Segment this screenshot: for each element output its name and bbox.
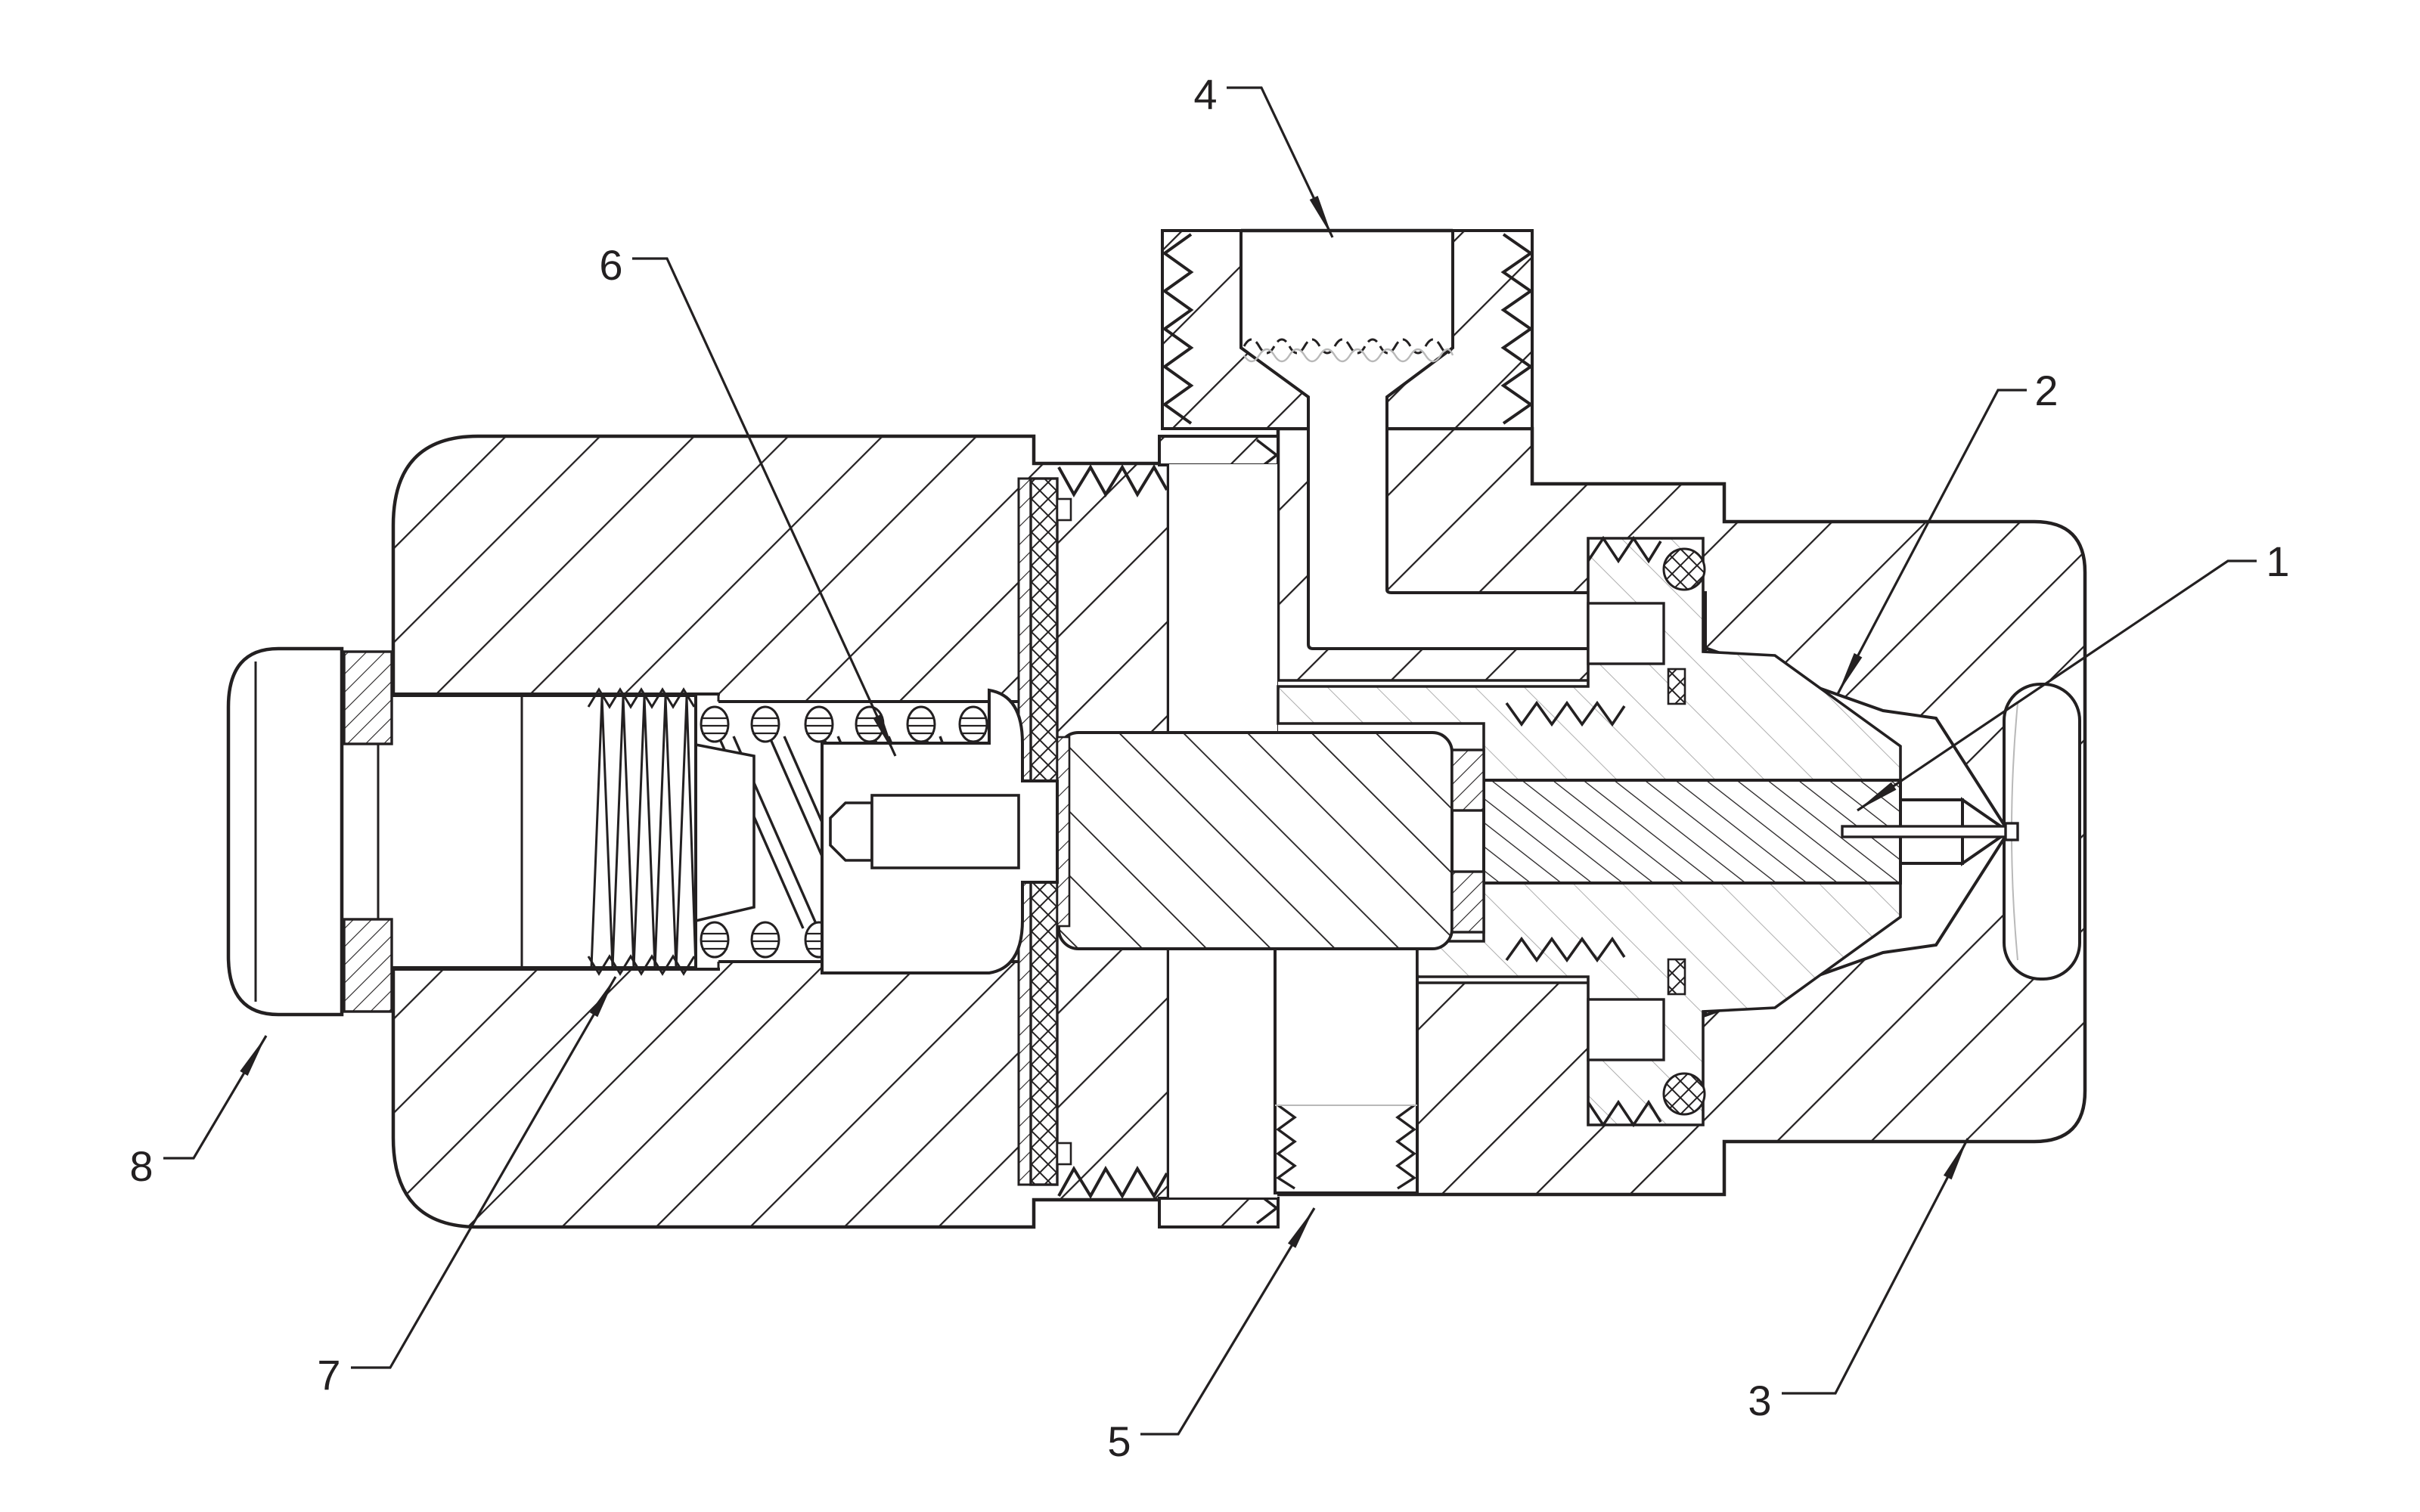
screw-threads: [587, 687, 697, 976]
callout-leader-4: [1227, 86, 1334, 238]
needle-pin-tip: [2004, 822, 2019, 841]
inlet-passage: [1239, 229, 1707, 650]
push-button-group: [226, 646, 393, 1017]
callout-leader-6: [632, 257, 897, 757]
button-collar-bottom: [343, 918, 393, 1013]
button-collar-top: [343, 650, 393, 745]
hub-clamp-lower: [1450, 870, 1485, 934]
backup-ring-lower: [1667, 958, 1686, 996]
outlet-port: [1274, 943, 1419, 1194]
stem-and-needle: [1482, 779, 2019, 885]
diaphragm-hub: [1057, 731, 1485, 950]
callout-label-5: 5: [1107, 1418, 1131, 1465]
callout-label-8: 8: [129, 1142, 153, 1190]
callout-label-6: 6: [599, 241, 622, 289]
clamp-screw-head: [829, 801, 873, 862]
push-button: [226, 646, 344, 1017]
callout-leader-8: [163, 1035, 268, 1160]
seat-carrier: [1277, 535, 1902, 1128]
bonnet-thread-bottom: [1057, 1166, 1168, 1199]
callout-label-1: 1: [2266, 538, 2289, 585]
o-ring-lower: [1662, 1072, 1706, 1116]
needle-pin: [1841, 825, 2012, 838]
diaphragm: [1017, 477, 1072, 1186]
callout-leader-1: [1857, 559, 2257, 812]
adjusting-screw: [340, 687, 697, 976]
callout-label-4: 4: [1193, 70, 1217, 118]
spring-follower: [694, 742, 755, 923]
callout-leader-3: [1782, 1138, 1969, 1395]
hub-clamp-upper: [1450, 748, 1485, 812]
callout-leader-5: [1140, 1207, 1316, 1436]
backup-ring-upper: [1667, 668, 1686, 705]
callout-label-3: 3: [1748, 1377, 1771, 1424]
valve-stem: [1482, 779, 1902, 885]
diaphragm-washer-right: [1056, 736, 1071, 928]
spool-hub: [1057, 731, 1454, 950]
callouts: 1 2 3 4 5 6 7 8: [129, 70, 2289, 1465]
o-ring-upper: [1662, 547, 1706, 591]
clamp-screw-shaft: [870, 794, 1020, 869]
callout-leader-7: [351, 976, 617, 1369]
regulating-spring: [694, 688, 1059, 974]
callout-label-2: 2: [2034, 367, 2058, 414]
diaphragm-membrane-lower: [1029, 879, 1059, 1186]
diaphragm-membrane-upper: [1029, 477, 1059, 784]
callout-label-7: 7: [317, 1351, 340, 1399]
callout-leader-2: [1836, 389, 2027, 695]
bonnet-thread-top: [1057, 464, 1168, 497]
